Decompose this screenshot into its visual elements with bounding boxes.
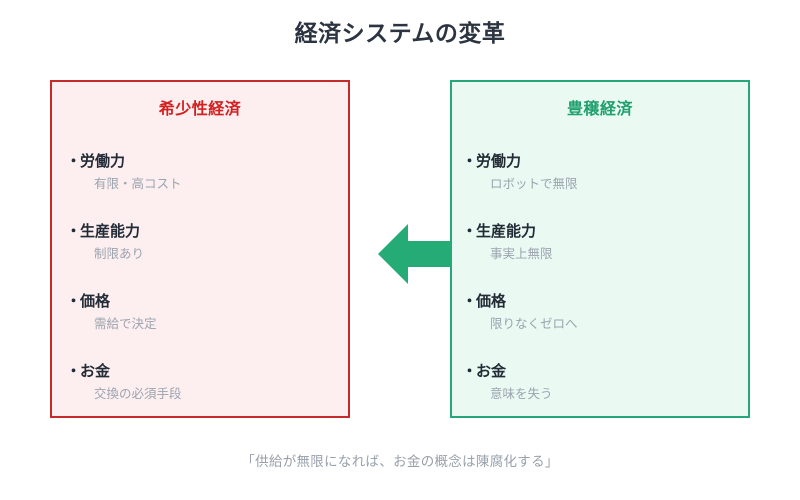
list-item-label: お金 bbox=[476, 362, 507, 380]
bullet-icon: ・ bbox=[462, 152, 478, 170]
bullet-icon: ・ bbox=[462, 292, 478, 310]
list-item-label: 生産能力 bbox=[80, 222, 141, 240]
list-item: ・ お金 交換の必須手段 bbox=[52, 364, 348, 434]
bullet-icon: ・ bbox=[66, 152, 82, 170]
bullet-icon: ・ bbox=[66, 222, 82, 240]
list-item-sublabel: 意味を失う bbox=[490, 386, 553, 401]
list-item: ・ 価格 限りなくゼロへ bbox=[452, 294, 748, 364]
list-item-sublabel: 事実上無限 bbox=[490, 246, 553, 261]
list-item-label: 価格 bbox=[476, 292, 507, 310]
panel-abundance-item-list: ・ 労働力 ロボットで無限 ・ 生産能力 事実上無限 ・ 価格 限りなくゼロへ … bbox=[452, 154, 748, 434]
list-item-label: お金 bbox=[80, 362, 111, 380]
list-item-sublabel: 限りなくゼロへ bbox=[490, 316, 578, 331]
list-item-sublabel: ロボットで無限 bbox=[490, 176, 578, 191]
bullet-icon: ・ bbox=[462, 362, 478, 380]
list-item-label: 生産能力 bbox=[476, 222, 537, 240]
panel-abundance-header: 豊穣経済 bbox=[566, 99, 633, 118]
list-item-sublabel: 制限あり bbox=[94, 246, 145, 261]
list-item-sublabel: 需給で決定 bbox=[94, 316, 157, 331]
footer-caption: 「供給が無限になれば、お金の概念は陳腐化する」 bbox=[241, 454, 559, 470]
panel-scarcity-item-list: ・ 労働力 有限・高コスト ・ 生産能力 制限あり ・ 価格 需給で決定 ・ お… bbox=[52, 154, 348, 434]
bullet-icon: ・ bbox=[462, 222, 478, 240]
panel-scarcity-header: 希少性経済 bbox=[158, 99, 242, 118]
page-title: 経済システムの変革 bbox=[294, 21, 506, 47]
panel-abundance-economy: 豊穣経済 ・ 労働力 ロボットで無限 ・ 生産能力 事実上無限 ・ 価格 限りな… bbox=[450, 80, 750, 418]
arrow-left-shape bbox=[378, 224, 452, 284]
bullet-icon: ・ bbox=[66, 292, 82, 310]
list-item-label: 労働力 bbox=[476, 152, 522, 170]
list-item: ・ 価格 需給で決定 bbox=[52, 294, 348, 364]
list-item: ・ 労働力 有限・高コスト bbox=[52, 154, 348, 224]
list-item: ・ 生産能力 制限あり bbox=[52, 224, 348, 294]
bullet-icon: ・ bbox=[66, 362, 82, 380]
list-item: ・ 生産能力 事実上無限 bbox=[452, 224, 748, 294]
list-item: ・ お金 意味を失う bbox=[452, 364, 748, 434]
arrow-left-icon bbox=[378, 224, 452, 284]
list-item-sublabel: 交換の必須手段 bbox=[94, 386, 182, 401]
list-item-label: 価格 bbox=[80, 292, 111, 310]
list-item: ・ 労働力 ロボットで無限 bbox=[452, 154, 748, 224]
list-item-label: 労働力 bbox=[80, 152, 126, 170]
list-item-sublabel: 有限・高コスト bbox=[94, 176, 182, 191]
panel-scarcity-economy: 希少性経済 ・ 労働力 有限・高コスト ・ 生産能力 制限あり ・ 価格 需給で… bbox=[50, 80, 350, 418]
